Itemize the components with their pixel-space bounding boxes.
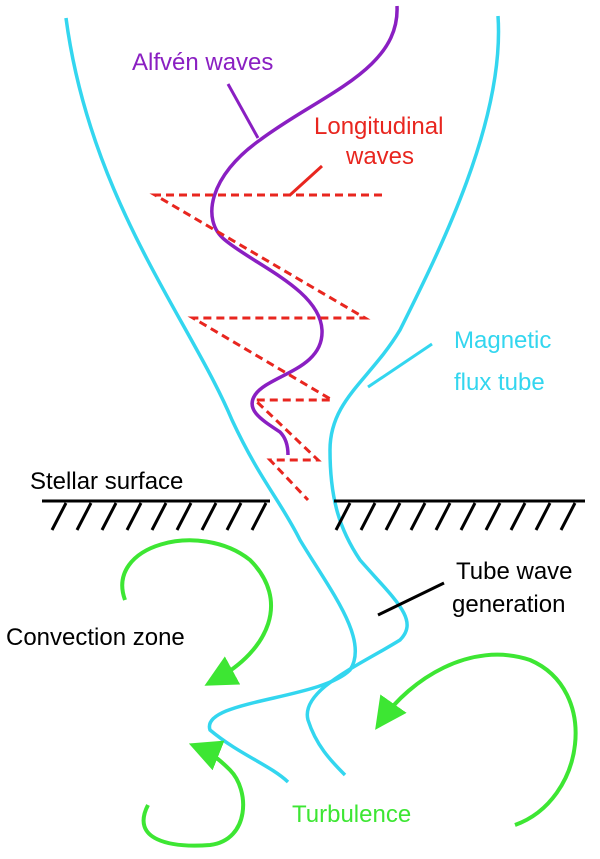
surface-hatch-mark bbox=[50, 502, 68, 531]
longitudinal-waves-label-line1: Longitudinal bbox=[314, 113, 443, 140]
alfven-waves-label: Alfvén waves bbox=[132, 49, 273, 76]
longitudinal-wave bbox=[149, 193, 382, 502]
magnetic-flux-tube-label-line1: Magnetic bbox=[454, 327, 551, 354]
surface-hatch-mark bbox=[459, 502, 477, 531]
convection-arrow-bottom-icon bbox=[141, 740, 245, 848]
surface-hatch-mark bbox=[334, 502, 352, 531]
surface-hatch-mark bbox=[250, 502, 268, 531]
alfven-wave bbox=[210, 5, 399, 456]
surface-hatch-mark bbox=[509, 502, 527, 531]
convection-arrow-left-icon bbox=[120, 538, 274, 686]
surface-hatch-mark bbox=[175, 502, 193, 531]
alfven-pointer bbox=[226, 83, 260, 139]
tube-wave-pointer bbox=[377, 581, 445, 617]
surface-hatch-mark bbox=[484, 502, 502, 531]
magnetic-flux-tube-label-line2: flux tube bbox=[454, 369, 545, 396]
surface-hatch-mark bbox=[75, 502, 93, 531]
stellar-surface-label: Stellar surface bbox=[30, 468, 183, 495]
surface-hatch-mark bbox=[150, 502, 168, 531]
surface-hatch-mark bbox=[125, 502, 143, 531]
convection-zone-label: Convection zone bbox=[6, 624, 185, 651]
surface-hatch-mark bbox=[409, 502, 427, 531]
surface-hatch-mark bbox=[534, 502, 552, 531]
flux-tube-pointer bbox=[367, 342, 433, 389]
longitudinal-pointer bbox=[288, 164, 324, 197]
surface-hatch-mark bbox=[434, 502, 452, 531]
flux-tube-left-wall bbox=[64, 17, 357, 784]
surface-hatch-mark bbox=[225, 502, 243, 531]
turbulence-label: Turbulence bbox=[292, 801, 411, 828]
surface-hatch-mark bbox=[200, 502, 218, 531]
surface-hatch-mark bbox=[559, 502, 577, 531]
longitudinal-waves-label-line2: waves bbox=[345, 143, 414, 170]
surface-hatch-mark bbox=[359, 502, 377, 531]
surface-hatch-mark bbox=[384, 502, 402, 531]
surface-hatch-mark bbox=[100, 502, 118, 531]
tube-wave-generation-label-line2: generation bbox=[452, 591, 565, 618]
convection-arrow-right-icon bbox=[375, 652, 578, 827]
tube-wave-generation-label-line1: Tube wave bbox=[456, 558, 573, 585]
stellar-surface bbox=[42, 499, 585, 531]
